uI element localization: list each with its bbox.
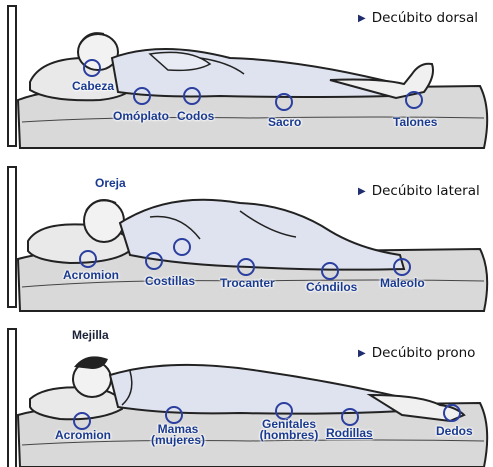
triangle-bullet-icon: ▶ xyxy=(358,186,366,197)
position-title-text: Decúbito lateral xyxy=(372,183,480,199)
label-oreja: Oreja xyxy=(95,177,126,189)
label-mejilla: Mejilla xyxy=(72,329,109,341)
label-dedos: Dedos xyxy=(436,425,473,437)
label-cabeza: Cabeza xyxy=(72,80,114,92)
triangle-bullet-icon: ▶ xyxy=(358,13,366,24)
label-maleolo: Maleolo xyxy=(380,277,425,289)
label-mamas-text: Mamas (mujeres) xyxy=(151,422,205,447)
label-mamas: Mamas (mujeres) xyxy=(146,424,210,446)
position-title: ▶ Decúbito dorsal xyxy=(358,10,478,26)
panel-dorsal: ▶ Decúbito dorsal Cabeza Omóplato Codos S… xyxy=(0,0,493,152)
position-title-text: Decúbito prono xyxy=(372,345,476,361)
label-condilos: Cóndilos xyxy=(306,281,357,293)
label-omoplato: Omóplato xyxy=(113,110,169,122)
panel-prono: ▶ Decúbito prono Mejilla Acromion Mamas (… xyxy=(0,315,493,467)
position-title: ▶ Decúbito lateral xyxy=(358,183,480,199)
position-title: ▶ Decúbito prono xyxy=(358,345,475,361)
label-talones: Talones xyxy=(393,116,437,128)
triangle-bullet-icon: ▶ xyxy=(358,348,366,359)
label-trocanter: Trocanter xyxy=(220,277,275,289)
label-sacro: Sacro xyxy=(268,116,301,128)
label-acromion: Acromion xyxy=(55,429,111,441)
label-genitales: Genitales (hombres) xyxy=(254,419,324,441)
panel-lateral: ▶ Decúbito lateral Oreja Acromion Costill… xyxy=(0,163,493,315)
label-codos: Codos xyxy=(177,110,214,122)
label-rodillas: Rodillas xyxy=(326,427,373,439)
label-costillas: Costillas xyxy=(145,275,195,287)
label-acromion: Acromion xyxy=(63,269,119,281)
label-genitales-text: Genitales (hombres) xyxy=(260,417,319,442)
position-title-text: Decúbito dorsal xyxy=(372,10,478,26)
